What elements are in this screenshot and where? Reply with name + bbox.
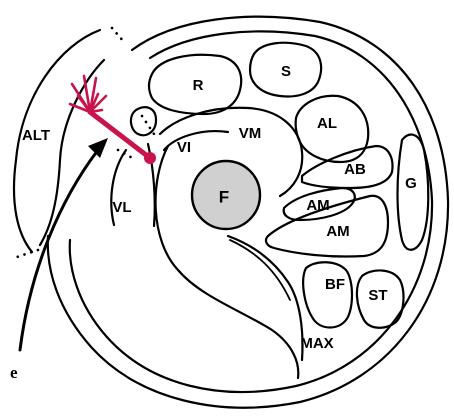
label-am-upper: AM [306,197,329,214]
label-am-lower: AM [326,223,349,240]
approach-arrow [18,138,108,352]
ab-compartment [300,144,394,190]
nerve-fan [68,74,108,114]
femur-bone [190,159,262,231]
nerve-branch [68,74,156,164]
am-lower-compartment [264,194,390,258]
approach-arrow-head [88,138,108,158]
label-bf: BF [325,276,345,293]
spiral-sweep-outer [154,144,300,380]
label-f: F [219,187,229,206]
label-max: MAX [300,335,333,352]
st-compartment [355,269,405,329]
label-e: e [10,363,18,382]
vm-compartment-outline [158,106,304,198]
nerve-trunk [87,109,153,161]
label-vm: VM [239,125,262,142]
bf-compartment [302,261,354,329]
label-r: R [193,77,204,94]
s-compartment [248,41,323,98]
label-ab: AB [344,161,366,178]
alt-flap-dotted-lower [12,248,40,260]
vl-compartment-outline [110,148,128,227]
lateral-septum [146,142,156,228]
g-compartment [396,133,430,251]
vi-small-compartment [129,106,158,137]
label-st: ST [368,287,387,304]
label-al: AL [317,115,337,132]
r-compartment [147,53,243,116]
label-s: S [281,63,291,80]
al-compartment [294,94,370,164]
inner-fascia-circle [68,30,434,394]
alt-flap-outline [12,28,102,254]
vm-compartment-inner [162,130,230,152]
alt-flap-inner-edge [38,58,106,247]
alt-flap-dotted-upper [110,26,126,44]
spiral-sweep-strand [229,239,291,301]
spiral-sweep-inner [226,234,304,362]
label-alt: ALT [22,127,50,144]
label-vi: VI [177,139,191,156]
am-upper-compartment [282,186,356,222]
label-vl: VL [112,199,131,216]
outer-fascia-circle [46,15,450,409]
label-g: G [405,175,417,192]
approach-arrow-shaft [18,148,100,352]
nerve-end-dot [144,152,156,164]
